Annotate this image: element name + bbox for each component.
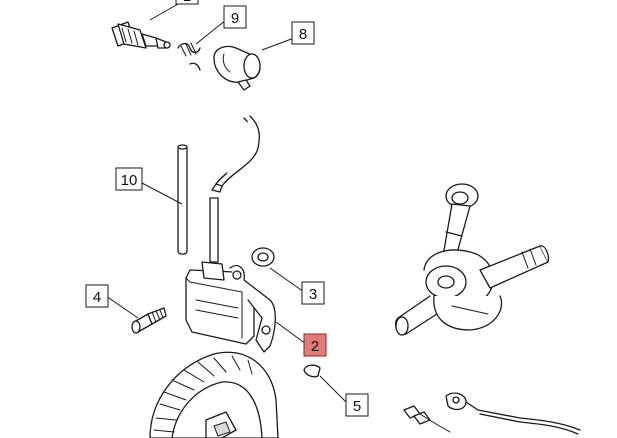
flywheel-key [303, 364, 321, 378]
callout-10: 10 [115, 167, 143, 191]
callout-1: 1 [175, 0, 199, 5]
callout-2: 2 [303, 333, 327, 357]
callout-label-5: 5 [353, 398, 361, 415]
ignition-lead [209, 115, 260, 263]
washer [251, 247, 275, 267]
callout-4: 4 [85, 284, 109, 308]
callout-label-1: 1 [183, 0, 191, 5]
crankshaft [394, 183, 550, 336]
ground-wire [403, 392, 581, 435]
callout-3: 3 [301, 281, 325, 305]
callout-label-2: 2 [311, 338, 319, 355]
spark-plug-boot [213, 45, 261, 91]
callout-9: 9 [223, 5, 247, 29]
spring [177, 42, 201, 71]
ignition-module [185, 261, 276, 353]
callout-label-8: 8 [299, 26, 307, 43]
rod [177, 144, 188, 255]
screw [131, 307, 167, 334]
flywheel [149, 351, 279, 438]
callout-label-10: 10 [121, 172, 138, 189]
callout-label-4: 4 [93, 289, 101, 306]
callout-label-3: 3 [309, 286, 317, 303]
leader-lines [105, 3, 349, 405]
callout-5: 5 [345, 393, 369, 417]
callout-8: 8 [291, 21, 315, 45]
spark-plug [111, 21, 171, 49]
callout-label-9: 9 [231, 10, 239, 27]
